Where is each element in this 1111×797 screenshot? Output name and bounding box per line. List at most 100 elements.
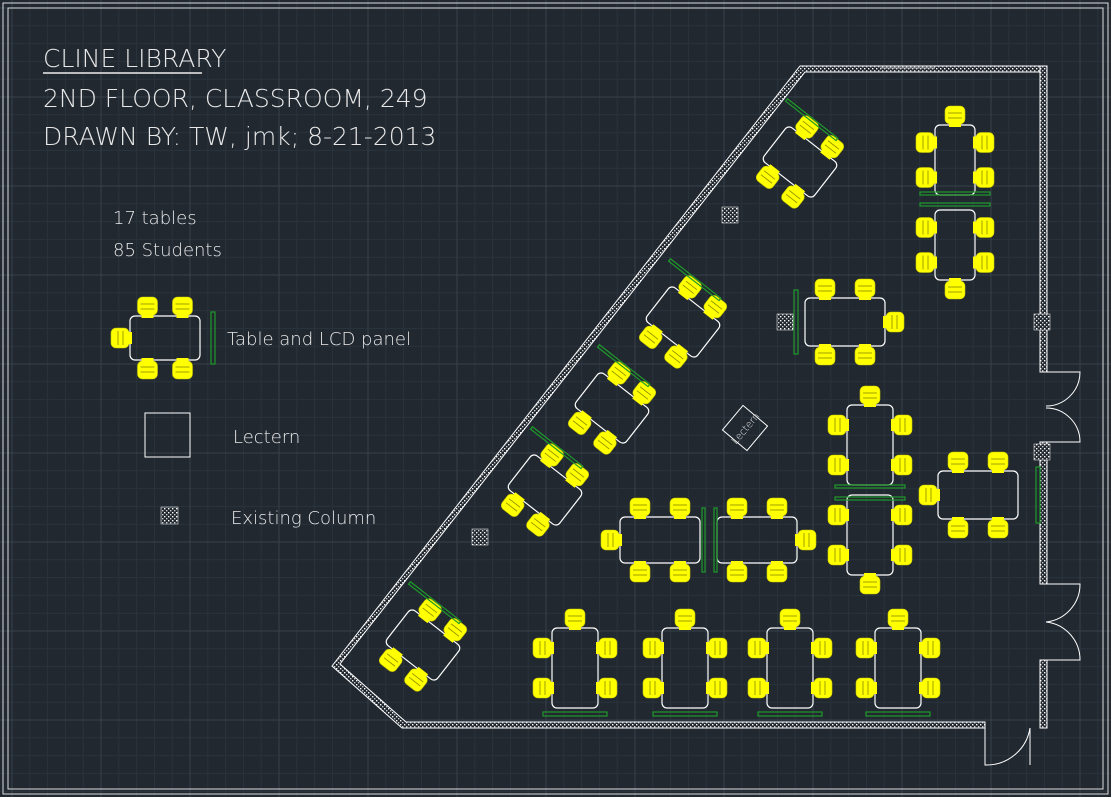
lcd-panel (596, 343, 651, 388)
lectern-label: Lectern (730, 411, 762, 447)
chair-icon (638, 324, 663, 349)
chair-icon (532, 677, 554, 699)
chair-icon (859, 385, 881, 407)
chair-icon (811, 677, 833, 699)
chair-icon (859, 573, 881, 595)
table (804, 278, 905, 366)
chair-icon (669, 561, 691, 583)
chair-icon (726, 561, 748, 583)
chair-icon (137, 296, 158, 318)
chair-icon (891, 414, 913, 436)
table-top (804, 297, 886, 347)
lcd-panel (919, 202, 991, 207)
student-count: 85 Students (113, 240, 222, 261)
lcd-panel (210, 311, 216, 365)
lcd-panel (1035, 466, 1041, 524)
chair-icon (827, 414, 849, 436)
table-top (874, 627, 922, 709)
chair-icon (500, 492, 525, 517)
chair-icon (883, 311, 905, 333)
chair-icon (781, 183, 806, 209)
table (915, 105, 995, 196)
furniture (110, 97, 1051, 717)
chair-icon (915, 252, 937, 273)
chair-icon (891, 504, 913, 526)
chair-icon (973, 217, 995, 238)
table (642, 608, 728, 709)
column (471, 528, 489, 546)
drawn-by: DRAWN BY: TW, jmk; 8-21-2013 (43, 122, 436, 151)
lcd-panel (793, 289, 799, 355)
chair-icon (443, 618, 468, 643)
chair-icon (532, 637, 554, 659)
lcd-panel (757, 711, 823, 717)
chair-icon (404, 666, 429, 692)
table (855, 608, 941, 709)
lcd-panel (834, 496, 906, 501)
inner-border (7, 7, 1104, 790)
table (378, 598, 468, 692)
chair-icon (947, 517, 969, 539)
chair-icon (642, 677, 664, 699)
chair-icon (596, 677, 618, 699)
table (747, 608, 833, 709)
chair-icon (973, 167, 995, 188)
chair-icon (814, 344, 836, 366)
lcd-panel (865, 711, 931, 717)
drawing-subtitle: 2ND FLOOR, CLASSROOM, 249 (43, 84, 428, 113)
chair-icon (564, 608, 586, 630)
chair-icon (596, 637, 618, 659)
table (567, 361, 657, 455)
column (1033, 443, 1051, 461)
table-top (937, 470, 1019, 520)
chair-icon (110, 327, 132, 349)
table-top (507, 454, 583, 526)
chair-icon (855, 637, 877, 659)
chair-icon (606, 361, 631, 387)
room-walls (331, 65, 1081, 766)
table (716, 497, 817, 583)
table-top (551, 627, 599, 709)
chair-icon (918, 484, 940, 506)
lcd-panel (919, 191, 991, 196)
chair-icon (919, 637, 941, 659)
table (532, 608, 618, 709)
chair-icon (947, 451, 969, 473)
chair-icon (915, 132, 937, 153)
chair-icon (642, 637, 664, 659)
chair-icon (747, 677, 769, 699)
column (776, 313, 794, 331)
legend-column-label: Existing Column (231, 508, 376, 529)
lcd-panel (407, 580, 462, 625)
chair-icon (747, 637, 769, 659)
chair-icon (794, 115, 819, 141)
chair-icon (755, 164, 780, 189)
lcd-panel (784, 97, 839, 142)
chair-icon (887, 608, 909, 630)
chair-icon (766, 497, 788, 519)
chair-icon (565, 463, 590, 488)
legend-lectern-label: Lectern (233, 427, 300, 448)
chair-icon (526, 511, 551, 537)
chair-icon (766, 561, 788, 583)
chair-icon (664, 343, 689, 369)
table-top (574, 372, 650, 444)
table-top (766, 627, 814, 709)
table (755, 115, 845, 209)
door-right-lower (1045, 583, 1081, 661)
door-right-upper (1045, 371, 1081, 443)
column (1033, 313, 1051, 331)
chair-icon (973, 252, 995, 273)
lcd-panel (542, 711, 608, 717)
table (915, 209, 995, 300)
chair-icon (629, 497, 651, 519)
chair-icon (814, 278, 836, 300)
chair-icon (795, 529, 817, 551)
chair-icon (855, 677, 877, 699)
chair-icon (854, 278, 876, 300)
table-top (385, 609, 461, 681)
table (918, 451, 1019, 539)
lcd-panel (667, 257, 722, 302)
chair-icon (593, 429, 618, 455)
